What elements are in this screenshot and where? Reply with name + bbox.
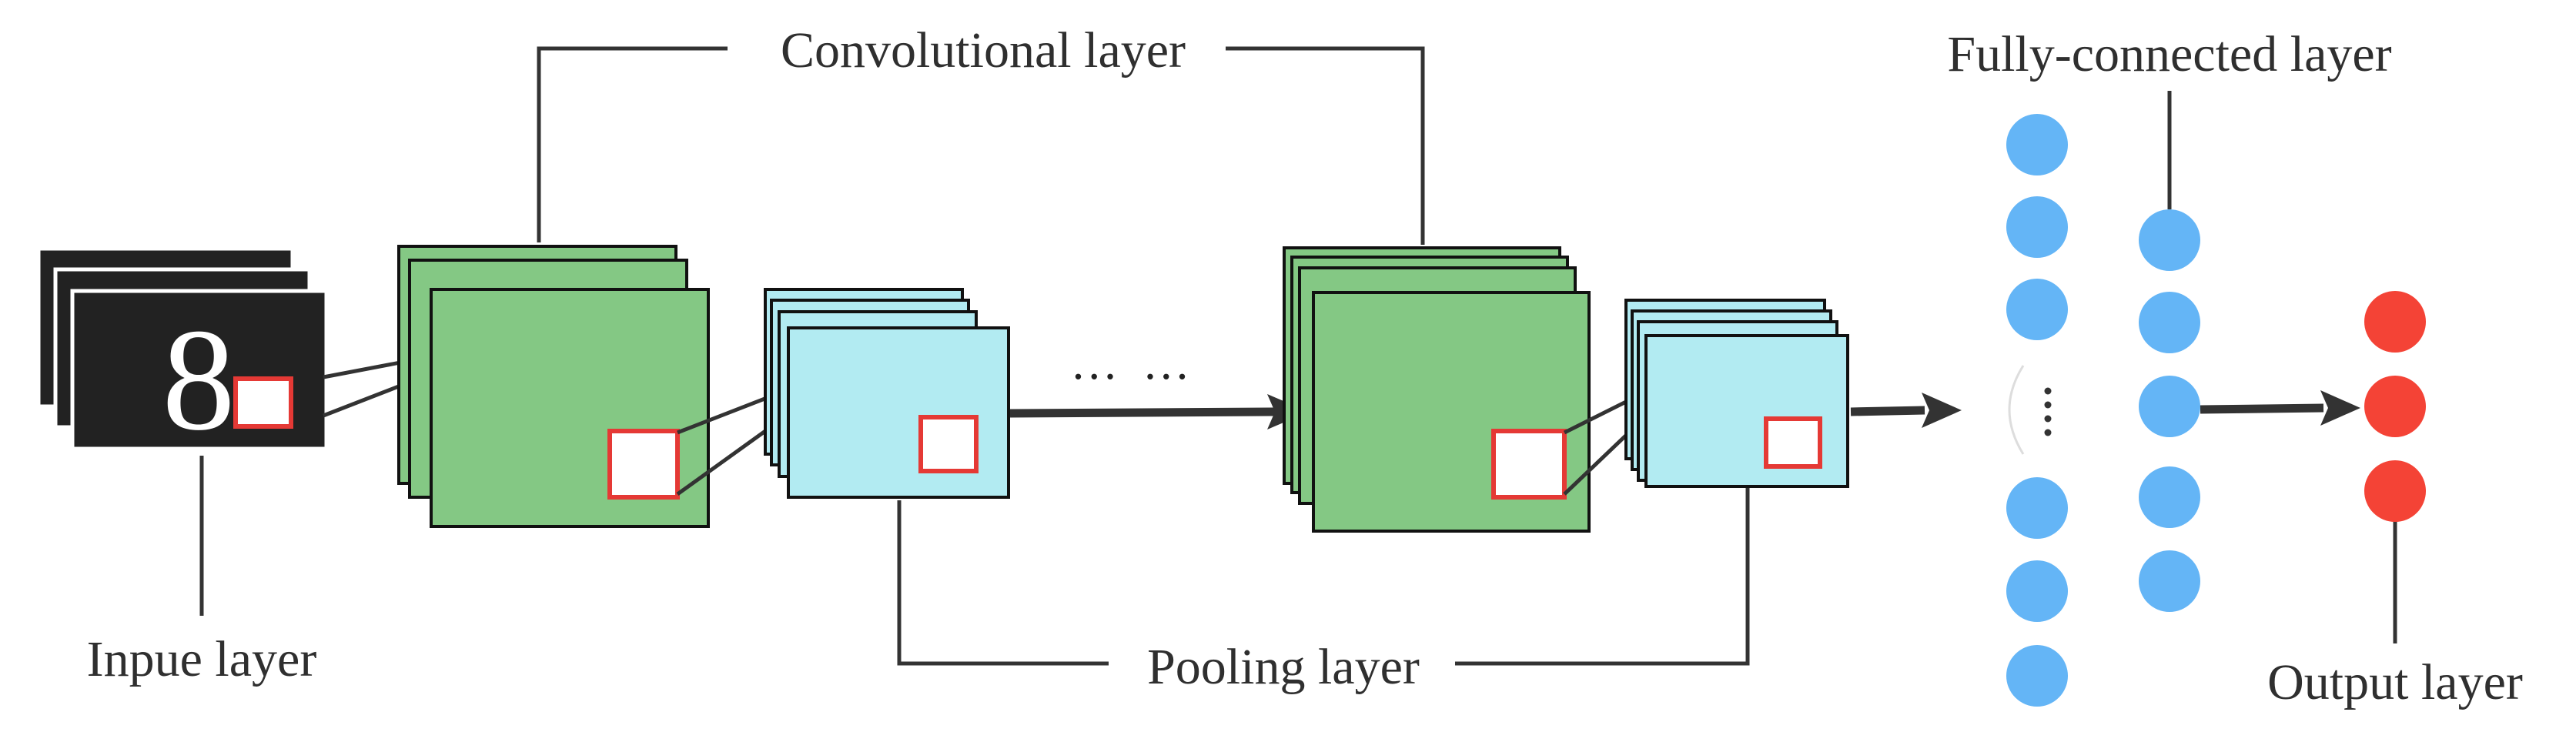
fc1-omitted-dot [2044, 401, 2052, 409]
pooling-bracket [897, 486, 1750, 666]
fc2-node [2139, 376, 2200, 437]
pool-to-fc-arrow [1850, 393, 1962, 428]
fc1-omitted-bracket [2008, 365, 2025, 455]
fc1-omitted-dot [2044, 429, 2052, 436]
conv1-kernel-window [607, 429, 680, 500]
pool-to-conv-arrow [1009, 394, 1309, 429]
conv-feature-stack-2 [1283, 246, 1591, 533]
fully-connected-layer-label: Fully-connected layer [1947, 26, 2391, 82]
pool-feature-stack-1 [764, 288, 1010, 499]
fc-layer-2 [2139, 209, 2200, 612]
pooling-layer-label: Pooling layer [1147, 639, 1420, 695]
fc1-omitted-dot [2044, 415, 2052, 423]
fc1-omitted-dot [2044, 387, 2052, 395]
output-node [2364, 376, 2426, 437]
fc1-node [2006, 279, 2068, 340]
conv2-kernel-window [1491, 429, 1567, 500]
fc2-node [2139, 292, 2200, 353]
intermediate-layers-ellipsis: … … [1070, 337, 1196, 389]
fc1-node [2006, 114, 2068, 175]
input-digit: 8 [162, 299, 236, 461]
output-layer-label: Output layer [2267, 654, 2523, 710]
fc1-node [2006, 645, 2068, 707]
fc2-node [2139, 209, 2200, 271]
fc-layer-1 [2006, 114, 2068, 707]
convolutional-layer-label: Convolutional layer [781, 22, 1186, 79]
pool1-kernel-window [918, 415, 979, 473]
output-node [2364, 460, 2426, 522]
pool2-kernel-window [1764, 416, 1822, 469]
pool-feature-stack-2 [1624, 299, 1849, 488]
fc2-node [2139, 466, 2200, 528]
input-kernel-window [233, 376, 293, 429]
input-feature-stack: 8 [36, 246, 329, 461]
input-layer-label: Inpue layer [87, 631, 317, 687]
output-node [2364, 291, 2426, 353]
fc2-node [2139, 550, 2200, 612]
fc1-node [2006, 477, 2068, 539]
conv-feature-stack-1 [397, 245, 710, 528]
output-layer [2364, 291, 2426, 522]
fc-to-output-arrow [2200, 390, 2360, 426]
fc1-node [2006, 560, 2068, 622]
convolutional-bracket [537, 46, 1425, 245]
fc1-node [2006, 196, 2068, 258]
